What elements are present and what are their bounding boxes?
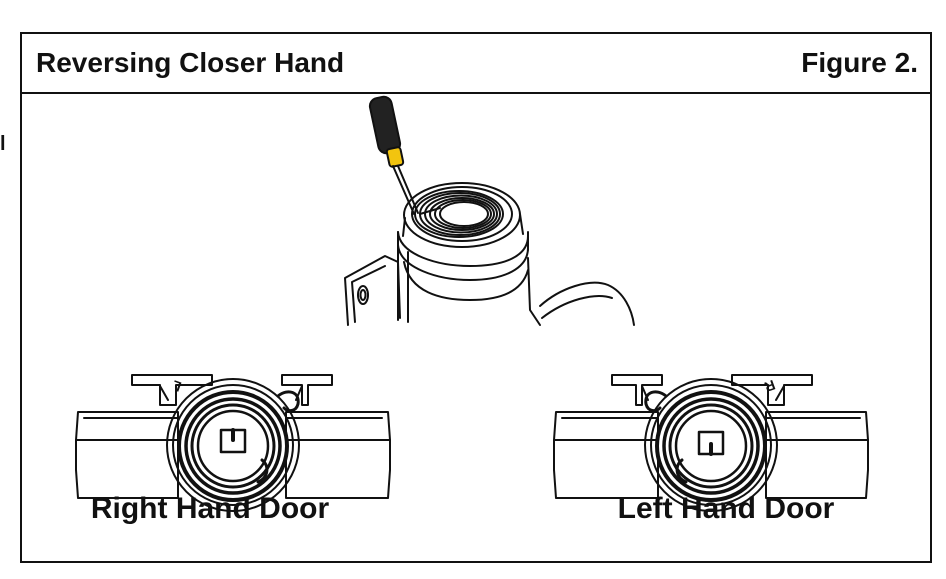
caption-left-hand-door: Left Hand Door [617, 492, 835, 525]
caption-right-hand-door: Right Hand Door [90, 492, 330, 525]
hand-marker-l: L [170, 377, 184, 395]
figure-title: Reversing Closer Hand [36, 47, 345, 78]
stray-text-mark: l [0, 133, 6, 155]
left-hand-door-view [553, 374, 869, 512]
figure-header: Reversing Closer Hand Figure 2. [22, 34, 930, 94]
closer-body-illustration [344, 182, 635, 326]
figure-frame: Reversing Closer Hand Figure 2. [20, 32, 932, 563]
right-hand-door-view [75, 374, 391, 512]
hand-marker-r: R [762, 377, 777, 395]
figure-number: Figure 2. [801, 47, 918, 78]
screwdriver-illustration [368, 95, 419, 215]
